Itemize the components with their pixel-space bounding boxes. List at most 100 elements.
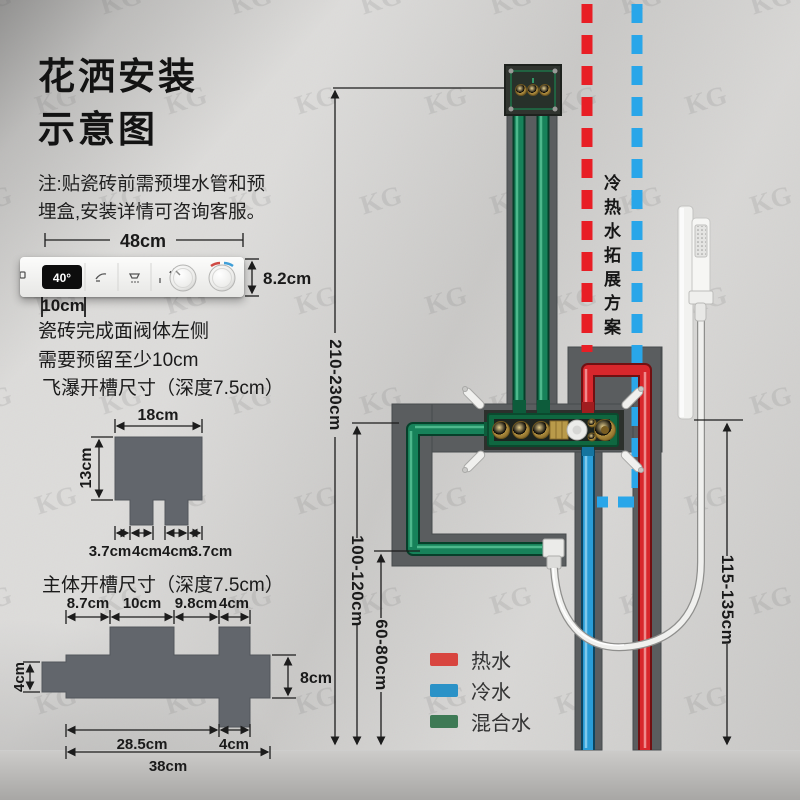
pipe-legend: 热水 冷水 混合水 xyxy=(430,644,531,737)
shower-hose xyxy=(550,320,705,652)
control-panel-face: 40° xyxy=(19,261,236,292)
main-slot-left-label: 4cm xyxy=(11,662,28,692)
main-slot-top-label: 9.8cm xyxy=(175,595,218,612)
kg-watermark: KG xyxy=(551,479,601,521)
kg-watermark: KG xyxy=(0,0,16,21)
kg-watermark: KG xyxy=(616,379,666,421)
waterfall-bottom-label: 4cm xyxy=(132,543,162,560)
mixer-knob[interactable] xyxy=(208,261,236,292)
dim-valve-height: 100-120cm xyxy=(348,535,367,626)
waterfall-bottom-label: 3.7cm xyxy=(190,543,233,560)
kg-watermark: KG xyxy=(486,379,536,421)
handheld-shower xyxy=(688,217,714,322)
kg-watermark: KG xyxy=(551,279,601,321)
temperature-value: 40° xyxy=(53,271,71,285)
dim-handheld-height: 115-135cm xyxy=(718,555,737,646)
height-dimensions xyxy=(330,87,743,746)
waterfall-slot-title: 飞瀑开槽尺寸（深度7.5cm） xyxy=(42,378,284,399)
kg-watermark: KG xyxy=(31,679,81,721)
install-note-line2: 埋盒,安装详情可咨询客服。 xyxy=(38,201,266,222)
kg-watermark: KG xyxy=(681,279,731,321)
clearance-note-line2: 需要预留至少10cm xyxy=(38,350,199,371)
mixed-water-label: 混合水 xyxy=(471,713,531,735)
main-slot-top-label: 10cm xyxy=(123,595,161,612)
mixed-water-swatch xyxy=(430,715,458,728)
embedded-valve-body xyxy=(462,386,644,473)
panel-width-label: 48cm xyxy=(120,231,166,251)
page-title-line1: 花洒安装 xyxy=(38,56,198,97)
kg-watermark: KG xyxy=(0,379,16,421)
kg-watermark: KG xyxy=(616,0,666,21)
waterfall-mode-icon xyxy=(95,273,107,282)
waterfall-height-label: 13cm xyxy=(78,448,95,489)
install-note-line1: 注:贴瓷砖前需预埋水管和预 xyxy=(38,173,266,194)
page-title-line2: 示意图 xyxy=(38,109,158,150)
waterfall-bottom-label: 4cm xyxy=(162,543,192,560)
install-note: 注:贴瓷砖前需预埋水管和预 埋盒,安装详情可咨询客服。 xyxy=(38,170,265,226)
kg-watermark: KG xyxy=(0,579,16,621)
kg-watermark: KG xyxy=(746,179,796,221)
shower-control-panel: 40° xyxy=(19,257,244,297)
kg-watermark: KG xyxy=(616,579,666,621)
hot-water-label: 热水 xyxy=(471,651,511,673)
kg-watermark: KG xyxy=(356,179,406,221)
kg-watermark: KG xyxy=(356,0,406,21)
panel-offset-label: 10cm xyxy=(41,296,84,315)
waterfall-slot-dimensions xyxy=(91,419,203,540)
waterfall-bottom-label: 3.7cm xyxy=(89,543,132,560)
main-slot-right-label: 8cm xyxy=(300,670,332,687)
clearance-note: 瓷砖完成面阀体左侧 需要预留至少10cm xyxy=(38,317,209,375)
temperature-display xyxy=(42,265,82,289)
handheld-outlet-fitting xyxy=(542,538,565,570)
cold-water-swatch xyxy=(430,684,458,697)
kg-watermark: KG xyxy=(486,579,536,621)
kg-watermark: KG xyxy=(681,679,731,721)
hot-water-swatch xyxy=(430,653,458,666)
legend-row-hot: 热水 xyxy=(430,644,531,675)
kg-watermark: KG xyxy=(291,479,341,521)
kg-watermark: KG xyxy=(616,179,666,221)
kg-watermark: KG xyxy=(746,379,796,421)
clearance-note-line1: 瓷砖完成面阀体左侧 xyxy=(38,321,210,342)
kg-watermark: KG xyxy=(226,0,276,21)
main-slot-title: 主体开槽尺寸（深度7.5cm） xyxy=(42,575,284,596)
kg-watermark: KG xyxy=(681,479,731,521)
legend-row-cold: 冷水 xyxy=(430,675,531,706)
main-slot-top-label: 8.7cm xyxy=(67,595,110,612)
kg-watermark: KG xyxy=(421,479,471,521)
kg-watermark: KG xyxy=(746,0,796,21)
embedded-shower-arm-box xyxy=(504,64,562,116)
floor xyxy=(0,750,800,800)
kg-watermark: KG xyxy=(31,479,81,521)
kg-watermark: KG xyxy=(291,679,341,721)
kg-watermark: KG xyxy=(551,679,601,721)
kg-watermark: KG xyxy=(486,0,536,21)
mixed-water-pipes xyxy=(406,113,550,556)
kg-watermark: KG xyxy=(486,179,536,221)
kg-watermark: KG xyxy=(96,0,146,21)
hot-water-pipe xyxy=(581,363,652,750)
kg-watermark: KG xyxy=(356,379,406,421)
dim-outlet-height: 60-80cm xyxy=(372,619,391,691)
kg-watermark: KG xyxy=(0,179,16,221)
kg-watermark: KG xyxy=(291,279,341,321)
cold-water-pipe xyxy=(581,448,595,750)
temperature-knob[interactable] xyxy=(169,264,197,292)
kg-watermark: KG xyxy=(681,79,731,121)
dim-shower-height: 210-230cm xyxy=(326,339,345,430)
handheld-mode-icon xyxy=(19,271,161,283)
kg-watermark: KG xyxy=(421,79,471,121)
kg-watermark: KG xyxy=(551,79,601,121)
legend-row-mixed: 混合水 xyxy=(430,706,531,737)
waterfall-slot-shape xyxy=(114,436,203,526)
panel-height-label: 8.2cm xyxy=(263,269,311,288)
main-slot-shape xyxy=(41,626,271,728)
kg-watermark: KG xyxy=(161,479,211,521)
kg-watermark: KG xyxy=(421,279,471,321)
valve-mounting-ears xyxy=(462,386,644,473)
main-slot-dimensions xyxy=(23,610,296,759)
slide-bar xyxy=(677,205,694,420)
kg-watermark: KG xyxy=(161,679,211,721)
rain-shower-mode-icon xyxy=(128,273,141,283)
